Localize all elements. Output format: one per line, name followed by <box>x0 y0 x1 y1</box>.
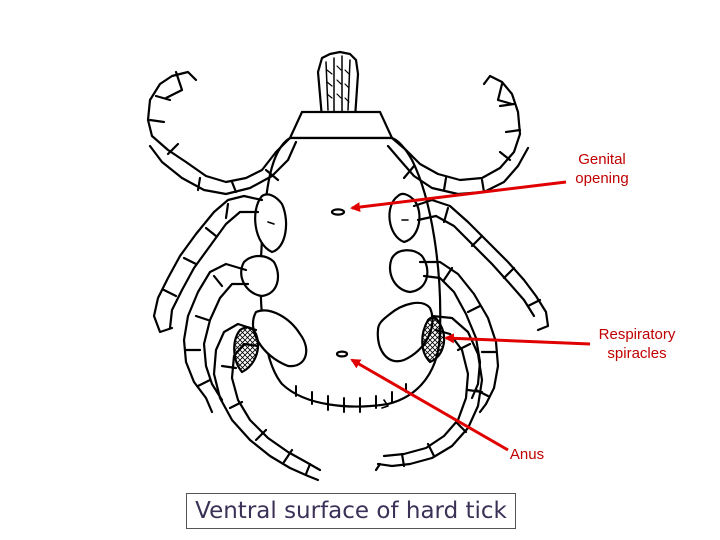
basis-capituli <box>288 110 394 140</box>
coxa-2-right <box>388 249 429 294</box>
label-respiratory-spiracles-line2: spiracles <box>607 345 667 362</box>
leg-4-right <box>374 314 484 472</box>
leg-4-left <box>212 322 322 482</box>
label-genital-opening: Genital opening <box>556 150 648 188</box>
label-anus: Anus <box>509 446 545 463</box>
genital-opening <box>330 208 346 216</box>
festoons <box>295 383 407 413</box>
annotation-arrows <box>350 180 591 452</box>
label-respiratory-spiracles-line1: Respiratory <box>598 326 676 343</box>
leg-2-right <box>412 198 550 332</box>
tick-drawing <box>146 50 550 482</box>
arrow-anus <box>350 358 509 452</box>
leg-1-left <box>146 70 298 196</box>
mouthparts <box>316 50 360 120</box>
coxa-3-right <box>376 301 434 363</box>
label-genital-opening-line2: opening <box>575 170 629 187</box>
anus <box>335 350 349 358</box>
spiracle-right <box>421 316 446 364</box>
spiracle-left <box>233 326 260 374</box>
label-respiratory-spiracles: Respiratory spiracles <box>578 325 696 363</box>
coxa-1-right <box>388 192 421 244</box>
leg-3-left <box>182 262 250 414</box>
diagram-caption: Ventral surface of hard tick <box>186 493 516 529</box>
label-genital-opening-line1: Genital <box>578 151 626 168</box>
leg-2-left <box>152 194 264 334</box>
arrow-respiratory-spiracles <box>444 333 591 346</box>
coxa-2-left <box>240 254 280 298</box>
arrow-genital-opening <box>350 180 567 212</box>
leg-3-right <box>418 260 500 414</box>
